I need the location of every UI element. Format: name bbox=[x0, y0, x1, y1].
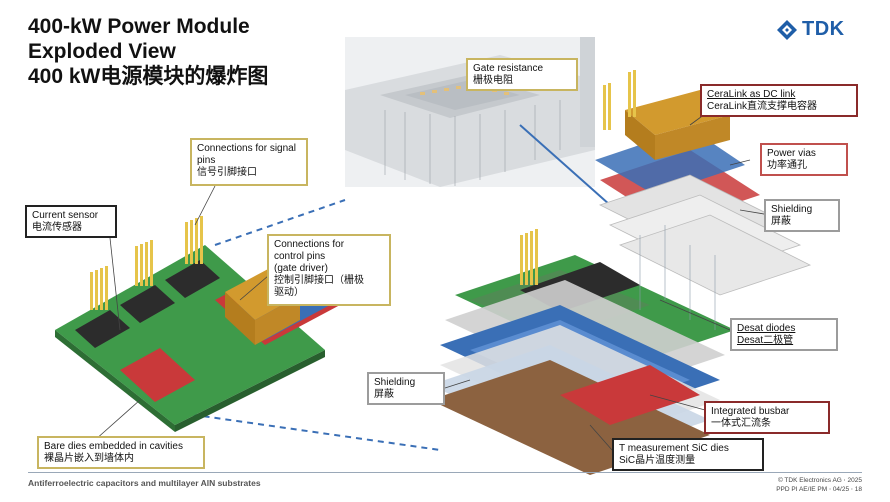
shielding-top-en: Shielding bbox=[771, 204, 813, 215]
dashed-connector-top bbox=[214, 199, 346, 246]
tdk-logo-text: TDK bbox=[802, 18, 845, 40]
callout-control-pins: Connections for control pins (gate drive… bbox=[267, 234, 391, 306]
desat-en: Desat diodes bbox=[737, 323, 796, 334]
exploded-stack bbox=[430, 70, 812, 475]
callout-desat-diodes: Desat diodes Desat二极管 bbox=[730, 318, 838, 351]
gate-resistance-zh: 栅极电阻 bbox=[473, 75, 513, 86]
tdk-diamond-logo-icon bbox=[777, 19, 797, 40]
callout-shielding-top: Shielding 屏蔽 bbox=[764, 199, 840, 232]
control-pins-en3: (gate driver) bbox=[274, 263, 328, 274]
footer-subtitle: Antiferroelectric capacitors and multila… bbox=[28, 478, 261, 488]
callout-ceralink: CeraLink as DC link CeraLink直流支撑电容器 bbox=[700, 84, 858, 117]
power-vias-zh: 功率通孔 bbox=[767, 160, 807, 171]
shielding-bottom-zh: 屏蔽 bbox=[374, 389, 394, 400]
callout-t-measurement: T measurement SiC dies SiC晶片温度测量 bbox=[612, 438, 764, 471]
callout-gate-resistance: Gate resistance 栅极电阻 bbox=[466, 58, 578, 91]
control-pins-zh1: 控制引脚接口（栅极 bbox=[274, 275, 364, 286]
title-line-3: 400 kW电源模块的爆炸图 bbox=[28, 65, 269, 88]
power-vias-en: Power vias bbox=[767, 148, 816, 159]
ceralink-en: CeraLink as DC link bbox=[707, 89, 796, 100]
title-line-1: 400-kW Power Module bbox=[28, 15, 250, 38]
callout-integrated-busbar: Integrated busbar 一体式汇流条 bbox=[704, 401, 830, 434]
callout-shielding-bottom: Shielding 屏蔽 bbox=[367, 372, 445, 405]
current-sensor-en: Current sensor bbox=[32, 210, 99, 221]
bare-dies-zh: 裸晶片嵌入到墙体内 bbox=[44, 453, 134, 464]
dashed-connector-bottom bbox=[159, 409, 441, 451]
footer-copyright: © TDK Electronics AG ⋅ 2025 PPD PI AE/IE… bbox=[776, 476, 862, 494]
title-line-2: Exploded View bbox=[28, 40, 176, 63]
t-measurement-en: T measurement SiC dies bbox=[619, 443, 729, 454]
callout-bare-dies: Bare dies embedded in cavities 裸晶片嵌入到墙体内 bbox=[37, 436, 205, 469]
control-pins-en1: Connections for bbox=[274, 239, 345, 250]
gate-resistance-en: Gate resistance bbox=[473, 63, 544, 74]
desat-zh: Desat二极管 bbox=[737, 335, 794, 346]
signal-pins-zh: 信号引脚接口 bbox=[197, 167, 257, 178]
control-pins-zh2: 驱动） bbox=[274, 287, 304, 298]
signal-pins-en1: Connections for signal bbox=[197, 143, 296, 154]
tdk-logo: TDK bbox=[776, 18, 845, 41]
callout-current-sensor: Current sensor 电流传感器 bbox=[25, 205, 117, 238]
control-pins-en2: control pins bbox=[274, 251, 326, 262]
slide-title: 400-kW Power Module Exploded View 400 kW… bbox=[28, 14, 268, 89]
copyright-text: © TDK Electronics AG ⋅ 2025 bbox=[777, 477, 862, 484]
signal-pins-en2: pins bbox=[197, 155, 216, 166]
callout-power-vias: Power vias 功率通孔 bbox=[760, 143, 848, 176]
integrated-busbar-zh: 一体式汇流条 bbox=[711, 418, 771, 429]
footer-divider bbox=[28, 472, 862, 473]
document-ref: PPD PI AE/IE PM ⋅ 04/25 ⋅ 18 bbox=[776, 486, 862, 493]
inset-leader-line bbox=[519, 124, 611, 206]
t-measurement-zh: SiC晶片温度测量 bbox=[619, 455, 696, 466]
integrated-busbar-en: Integrated busbar bbox=[711, 406, 790, 417]
callout-signal-pins: Connections for signal pins 信号引脚接口 bbox=[190, 138, 308, 186]
ceralink-zh: CeraLink直流支撑电容器 bbox=[707, 101, 818, 112]
bare-dies-en: Bare dies embedded in cavities bbox=[44, 441, 183, 452]
shielding-top-zh: 屏蔽 bbox=[771, 216, 791, 227]
shielding-bottom-en: Shielding bbox=[374, 377, 416, 388]
current-sensor-zh: 电流传感器 bbox=[32, 222, 82, 233]
